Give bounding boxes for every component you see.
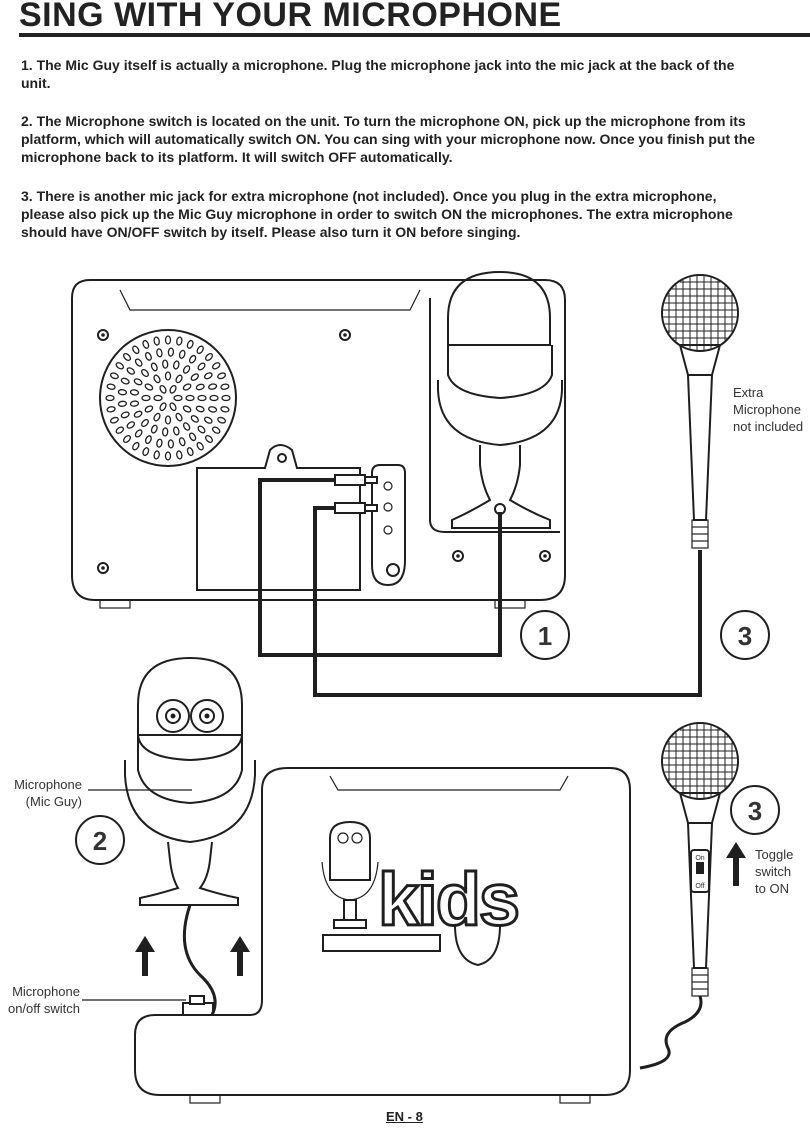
mic-switch-off-label: Off xyxy=(695,883,704,890)
extra-mic-label-line-1: Extra xyxy=(733,385,764,400)
instruction-step-1: 1. The Mic Guy itself is actually a micr… xyxy=(21,57,735,91)
step-badge-1-number: 1 xyxy=(538,621,552,651)
step-badge-1: 1 xyxy=(520,610,570,660)
mic-switch-on-label: On xyxy=(695,855,704,862)
mic-guy-label-line-1: Microphone xyxy=(14,777,82,792)
switch-label: Microphone on/off switch xyxy=(0,983,80,1017)
mic-guy-label-line-2: (Mic Guy) xyxy=(25,794,82,809)
step-badge-2: 2 xyxy=(75,815,125,865)
page-title: SING WITH YOUR MICROPHONE xyxy=(19,0,562,34)
step-badge-3-top-number: 3 xyxy=(738,621,752,651)
switch-label-line-1: Microphone xyxy=(12,984,80,999)
toggle-label: Toggle switch to ON xyxy=(755,846,793,897)
toggle-label-line-2: switch xyxy=(755,864,792,879)
speaker-grille-holes xyxy=(105,335,231,461)
extra-mic-label-line-2: Microphone xyxy=(733,402,801,417)
unit-back-view: 1 3 xyxy=(71,270,770,697)
toggle-label-line-3: to ON xyxy=(755,881,789,896)
title-underline xyxy=(19,33,810,37)
mic-guy-label: Microphone (Mic Guy) xyxy=(2,776,82,810)
toggle-label-line-1: Toggle xyxy=(755,847,794,862)
kids-logo: kids xyxy=(321,820,522,967)
page-footer: EN - 8 xyxy=(386,1109,423,1124)
switch-label-line-2: on/off switch xyxy=(7,1001,80,1016)
step-badge-3-bottom: 3 xyxy=(730,785,780,835)
step-badge-2-number: 2 xyxy=(93,826,107,856)
extra-mic-label: Extra Microphone not included xyxy=(733,384,803,435)
kids-logo-text: kids xyxy=(378,858,518,941)
step-badge-3-bottom-number: 3 xyxy=(748,796,762,826)
step-badge-3-top: 3 xyxy=(720,610,770,660)
extra-microphone xyxy=(661,274,739,549)
unit-front-view: kids On Off 2 3 xyxy=(75,656,780,1104)
instruction-step-2: 2. The Microphone switch is located on t… xyxy=(21,113,756,165)
handheld-microphone: On Off xyxy=(639,722,739,1070)
extra-mic-label-line-3: not included xyxy=(733,419,804,434)
instruction-step-3: 3. There is another mic jack for extra m… xyxy=(21,188,733,240)
